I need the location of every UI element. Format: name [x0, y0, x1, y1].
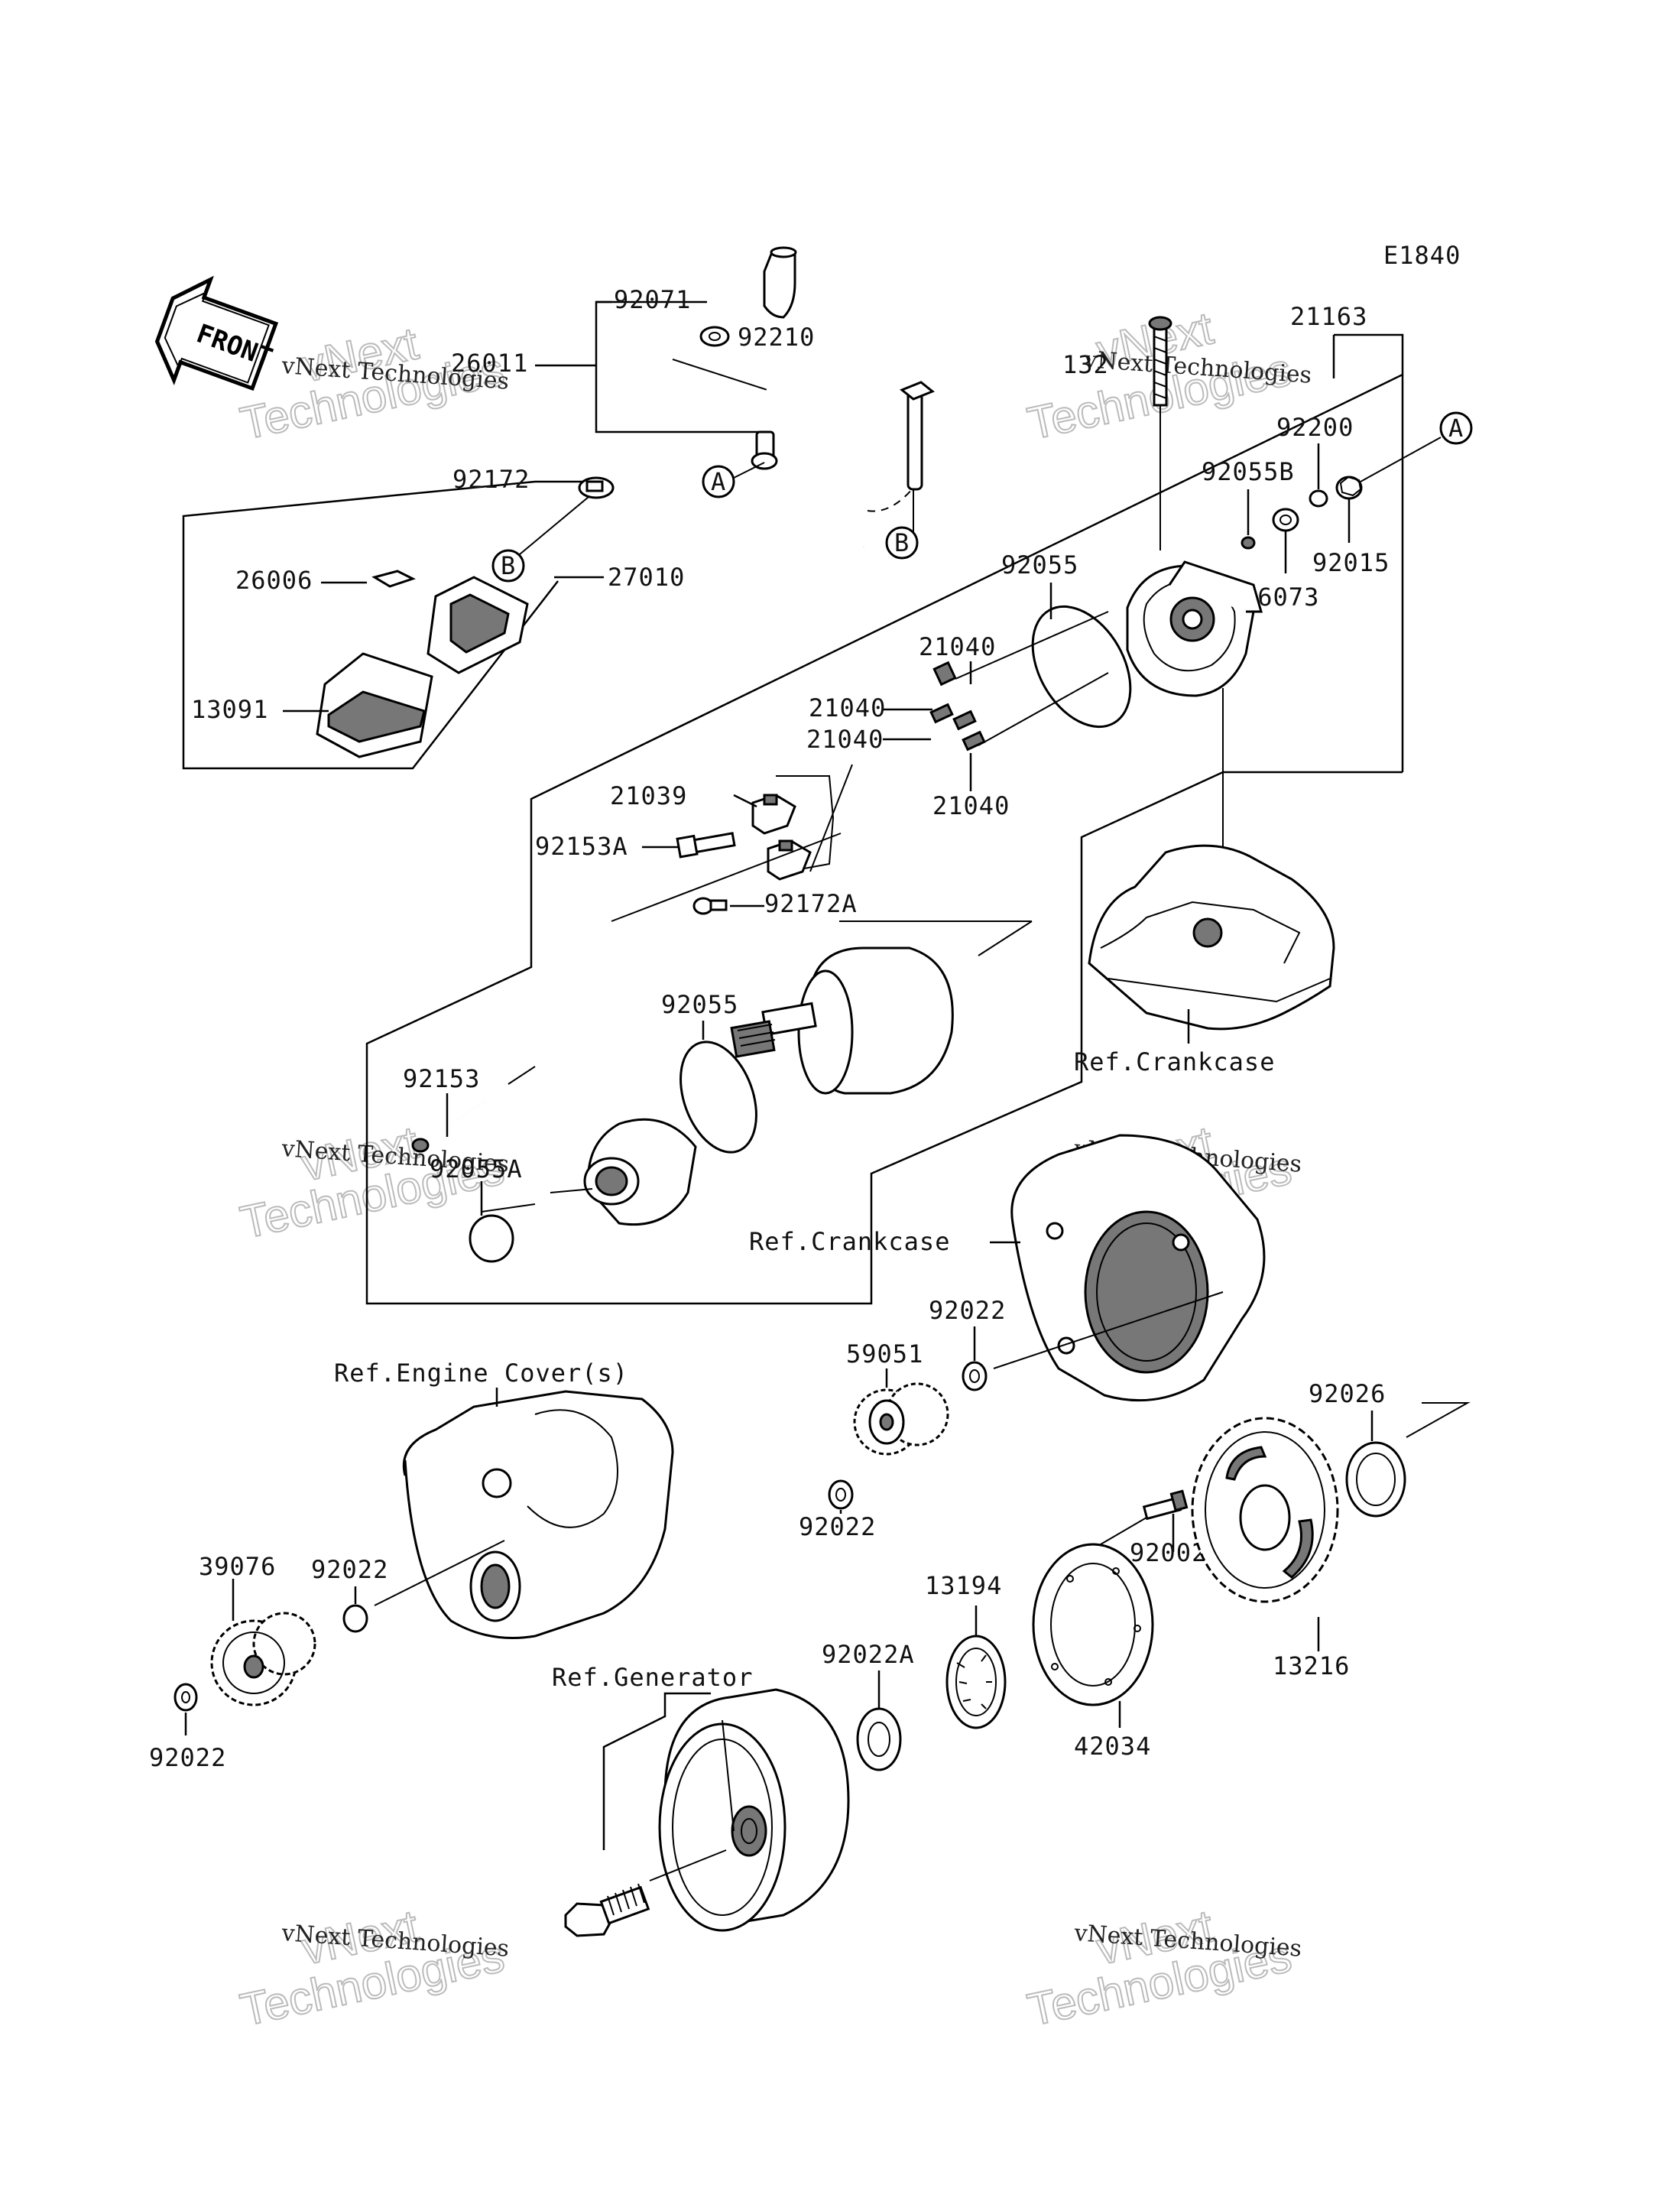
part-label: 21040 — [932, 791, 1010, 820]
part-label: 21040 — [809, 693, 886, 722]
battery-cable-group — [535, 246, 935, 549]
part-label: 13194 — [925, 1571, 1002, 1600]
brush-holder — [611, 764, 853, 922]
washer-92022-c — [342, 1604, 368, 1633]
starter-end-cover — [1062, 560, 1263, 956]
brush-springs — [883, 611, 1109, 791]
part-label: 92022A — [822, 1640, 915, 1669]
part-label: 92002 — [1130, 1538, 1207, 1567]
part-label: 13091 — [191, 695, 268, 724]
part-label: 92210 — [738, 323, 815, 352]
starter-motor-outline — [365, 333, 1404, 1305]
part-label: 92055A — [430, 1154, 523, 1183]
part-label: 39076 — [199, 1552, 276, 1581]
ref-label: Ref.Crankcase — [1074, 1047, 1275, 1076]
front-arrow: FRONT — [154, 275, 279, 391]
watermark-bottom-left: vNext Technologies vNext Technologies — [235, 1899, 510, 2036]
starter-relay-group — [182, 476, 615, 770]
callout-a-left — [702, 465, 735, 498]
part-label: 92055B — [1202, 457, 1295, 486]
part-label: 27010 — [608, 563, 685, 592]
part-label: 21040 — [919, 632, 996, 661]
callout-b-upper — [491, 549, 525, 583]
callout-b-lower — [885, 526, 919, 560]
part-label: 21040 — [806, 725, 884, 754]
part-label: 92022 — [929, 1296, 1006, 1325]
ref-label: Ref.Generator — [552, 1663, 753, 1692]
part-label: 92172 — [452, 465, 530, 494]
bolt-132 — [1148, 316, 1172, 550]
o-ring-92055-top — [1031, 605, 1132, 729]
watermark-top-left: vNext Technologies vNext Technologies — [235, 317, 510, 450]
callout-b-upper-label: B — [501, 551, 516, 580]
generator-rotor — [564, 1688, 850, 1937]
part-label: 92015 — [1312, 548, 1390, 577]
ref-label: Ref.Crankcase — [749, 1227, 950, 1256]
washer-92022A — [856, 1670, 902, 1771]
watermark-bottom-right: vNext Technologies vNext Technologies — [1023, 1899, 1302, 2036]
crankcase-top — [1088, 844, 1335, 1044]
part-label: 92153A — [535, 832, 628, 861]
part-label: 59051 — [846, 1339, 923, 1368]
part-label: 92022 — [311, 1555, 388, 1584]
idle-gear-39076 — [174, 1579, 316, 1735]
diagram-code: E1840 — [1383, 241, 1461, 270]
part-label: 132 — [1062, 350, 1109, 379]
callout-a-right — [1439, 411, 1473, 445]
ref-label: Ref.Engine Cover(s) — [334, 1359, 628, 1388]
clutch-42034 — [1032, 1543, 1154, 1728]
part-label: 92200 — [1276, 413, 1354, 442]
callout-a-right-label: A — [1448, 414, 1464, 443]
o-ring-92055-mid — [679, 1041, 757, 1154]
idle-gear-59051 — [828, 1326, 988, 1514]
starter-gear-13216 — [1191, 1417, 1339, 1651]
crankcase-mid — [990, 1134, 1266, 1402]
oil-seal-92026 — [1345, 1402, 1471, 1518]
callout-a-left-label: A — [711, 467, 726, 496]
part-label: 21163 — [1290, 302, 1367, 331]
part-label: 42034 — [1074, 1732, 1151, 1761]
part-label: 92022 — [799, 1512, 876, 1541]
part-label: 92055 — [1001, 550, 1078, 580]
callout-b-lower-label: B — [894, 528, 910, 557]
starter-front-cover — [411, 1066, 697, 1263]
terminal-hardware — [1241, 437, 1442, 573]
part-label: 92055 — [661, 990, 738, 1019]
part-label: 92172A — [764, 889, 858, 918]
part-label: 92026 — [1309, 1379, 1386, 1408]
part-label: 92153 — [403, 1064, 480, 1093]
bolt-92002 — [1100, 1489, 1189, 1552]
part-label: 26006 — [235, 566, 313, 595]
starter-yoke — [730, 920, 1033, 1095]
part-label: 13216 — [1273, 1651, 1350, 1680]
part-label: 92022 — [149, 1743, 226, 1772]
engine-cover — [374, 1388, 674, 1639]
part-label: 26011 — [451, 349, 528, 378]
clutch-13194 — [945, 1605, 1007, 1729]
part-label: 21039 — [610, 781, 687, 810]
part-label: 92071 — [614, 285, 691, 314]
